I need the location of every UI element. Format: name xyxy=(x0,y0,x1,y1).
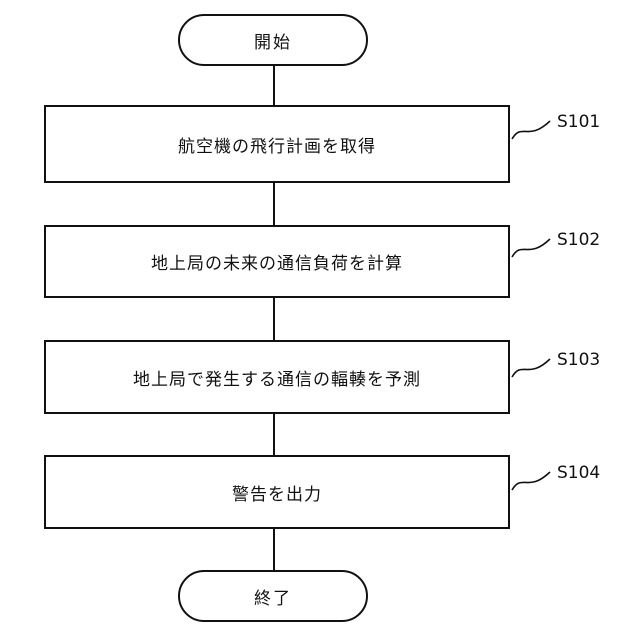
connector-line xyxy=(273,183,275,225)
step-ref-s101: S101 xyxy=(510,112,601,142)
process-box-s102: 地上局の未来の通信負荷を計算 xyxy=(44,225,510,298)
connector-line xyxy=(273,414,275,455)
process-box-s101-label: 航空機の飛行計画を取得 xyxy=(178,136,376,157)
step-ref-s102: S102 xyxy=(510,230,601,260)
step-ref-s104: S104 xyxy=(510,463,601,493)
step-ref-s101-label: S101 xyxy=(557,112,601,132)
step-ref-s103: S103 xyxy=(510,350,601,380)
process-box-s103: 地上局で発生する通信の輻輳を予測 xyxy=(44,340,510,414)
leader-squiggle-icon xyxy=(511,358,551,378)
connector-line xyxy=(273,298,275,340)
process-box-s104: 警告を出力 xyxy=(44,455,510,529)
connector-line xyxy=(273,529,275,570)
step-ref-s104-label: S104 xyxy=(557,463,601,483)
leader-squiggle-icon xyxy=(511,471,551,491)
leader-squiggle-icon xyxy=(511,120,551,140)
end-node-label: 終了 xyxy=(254,588,292,609)
process-box-s104-label: 警告を出力 xyxy=(232,484,322,505)
start-node: 開始 xyxy=(178,14,368,66)
connector-line xyxy=(273,66,275,105)
step-ref-s102-label: S102 xyxy=(557,230,601,250)
process-box-s101: 航空機の飛行計画を取得 xyxy=(44,105,510,183)
process-box-s103-label: 地上局で発生する通信の輻輳を予測 xyxy=(133,369,421,390)
step-ref-s103-label: S103 xyxy=(557,350,601,370)
end-node: 終了 xyxy=(178,570,368,622)
leader-squiggle-icon xyxy=(511,238,551,258)
start-node-label: 開始 xyxy=(254,32,292,53)
process-box-s102-label: 地上局の未来の通信負荷を計算 xyxy=(151,254,403,274)
